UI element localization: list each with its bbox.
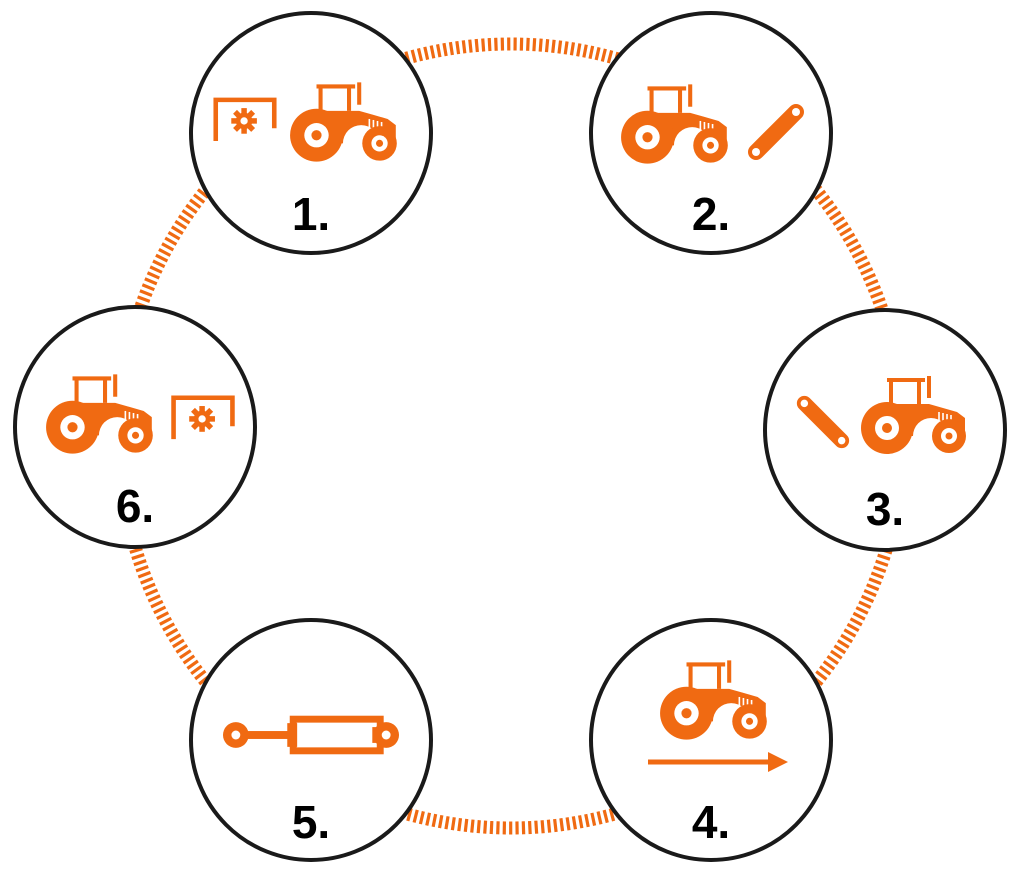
step-5: 5. (189, 618, 433, 862)
step-1-number: 1. (292, 188, 330, 240)
cycle-steps: 1. 2. 3. 4. 5. (13, 11, 1007, 862)
step-4-number: 4. (692, 796, 730, 848)
step-1: 1. (189, 11, 433, 255)
step-3: 3. (763, 308, 1007, 552)
step-2: 2. (589, 11, 833, 255)
step-6-number: 6. (116, 480, 154, 532)
step-5-number: 5. (292, 796, 330, 848)
step-6: 6. (13, 305, 257, 549)
step-2-number: 2. (692, 188, 730, 240)
step-3-number: 3. (866, 483, 904, 535)
step-4: 4. (589, 618, 833, 862)
